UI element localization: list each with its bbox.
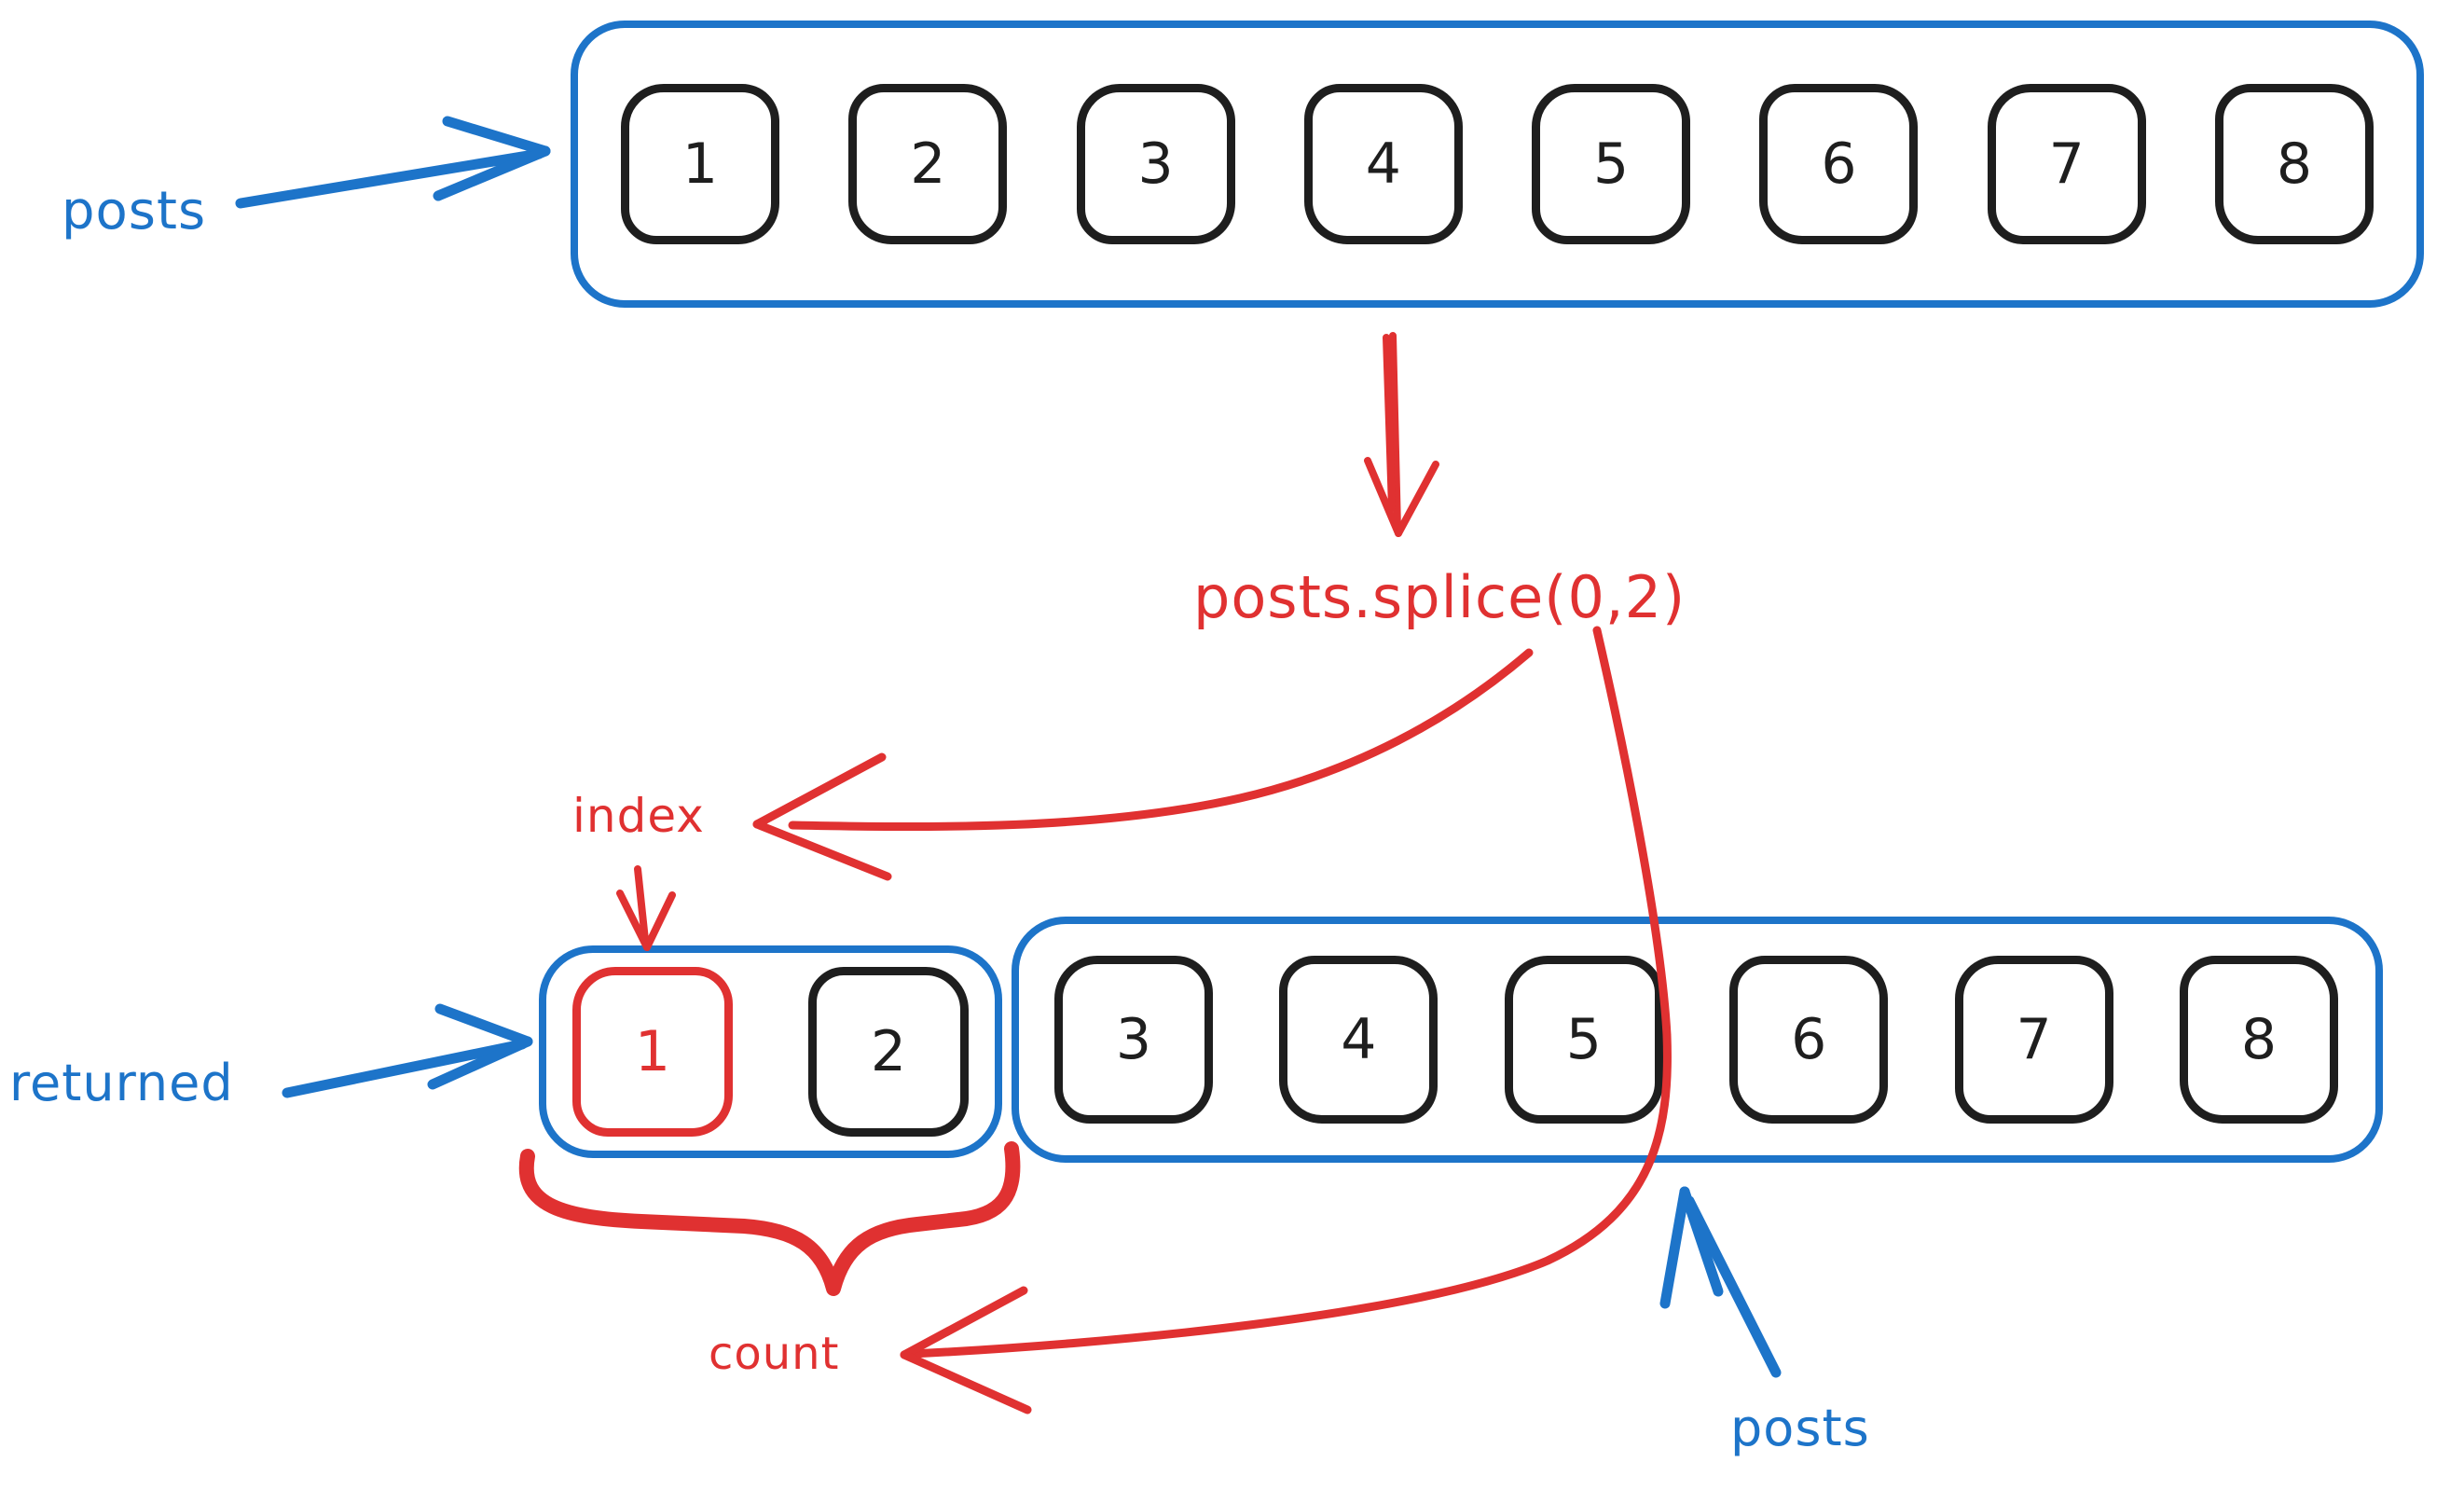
returned-cell-highlighted: 1 xyxy=(572,967,733,1137)
returned-cell: 2 xyxy=(808,967,969,1137)
posts-after-cell: 4 xyxy=(1279,956,1438,1124)
index-down-arrow-icon xyxy=(616,865,676,951)
splice-down-arrow-icon xyxy=(1364,332,1439,537)
index-label: index xyxy=(572,789,705,843)
posts-before-label: posts xyxy=(62,181,207,241)
posts-after-cell: 7 xyxy=(1954,956,2113,1124)
splice-operation-label: posts.splice(0,2) xyxy=(1193,563,1686,631)
returned-label: returned xyxy=(9,1054,234,1112)
posts-before-cell: 3 xyxy=(1076,84,1235,244)
posts-after-arrow-icon xyxy=(1659,1186,1782,1378)
posts-before-cell: 8 xyxy=(2214,84,2374,244)
posts-before-cell: 1 xyxy=(621,84,779,244)
posts-after-label: posts xyxy=(1730,1399,1870,1457)
posts-before-cell: 6 xyxy=(1759,84,1919,244)
posts-after-cell: 5 xyxy=(1504,956,1663,1124)
posts-after-cell: 6 xyxy=(1729,956,1889,1124)
count-brace-icon xyxy=(518,1141,1021,1296)
posts-before-cell: 2 xyxy=(848,84,1008,244)
count-label: count xyxy=(709,1328,840,1380)
posts-after-cell: 3 xyxy=(1054,956,1213,1124)
returned-arrow-icon xyxy=(282,1003,533,1098)
index-arrow-curve-icon xyxy=(752,648,1534,881)
posts-before-array: 1 2 3 4 5 6 7 8 xyxy=(571,21,2424,308)
posts-before-cell: 4 xyxy=(1303,84,1463,244)
returned-array: 1 2 xyxy=(539,945,1002,1158)
posts-before-cell: 5 xyxy=(1532,84,1691,244)
posts-before-cell: 7 xyxy=(1987,84,2146,244)
posts-after-array: 3 4 5 6 7 8 xyxy=(1012,917,2383,1163)
posts-before-arrow-icon xyxy=(235,116,551,209)
posts-after-cell: 8 xyxy=(2179,956,2338,1124)
